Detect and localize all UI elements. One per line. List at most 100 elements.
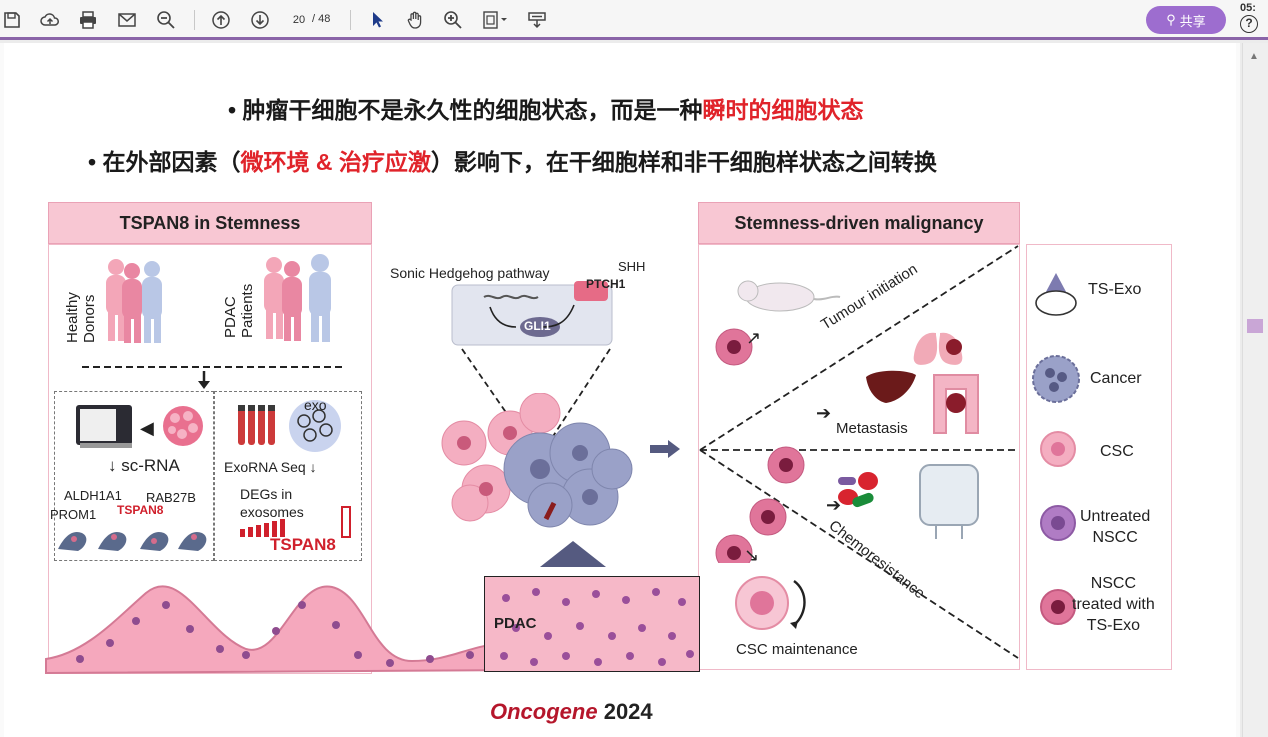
rab27b-label: RAB27B — [146, 490, 196, 505]
pdac-tissue-box — [484, 576, 700, 672]
csc-maintenance-cell — [735, 576, 806, 630]
vertical-scrollbar[interactable]: ▲ — [1242, 43, 1268, 737]
pdac-patients-label: PDAC Patients — [222, 284, 256, 338]
arrow-down-circle-icon — [251, 11, 269, 29]
degs-bar-icon — [240, 506, 351, 538]
arrow-right-glyph: ➔ — [816, 403, 832, 423]
zoom-out-icon — [157, 11, 175, 29]
share-button[interactable]: ⚲ 共享 — [1146, 6, 1226, 34]
bullet-2-suffix: ）影响下，在干细胞样和非干细胞样状态之间转换 — [430, 149, 937, 175]
pdac-label: PDAC — [494, 615, 537, 632]
metastasis-label: Metastasis — [836, 420, 908, 437]
email-button[interactable] — [114, 7, 140, 33]
previous-page-button[interactable] — [208, 7, 234, 33]
untreated-nscc-icon — [1040, 505, 1076, 541]
tumor-cluster-illustration — [441, 393, 633, 528]
intestine-icon — [933, 374, 979, 434]
scrollbar-thumb[interactable] — [1247, 319, 1263, 333]
page-total: / 48 — [312, 13, 331, 25]
toolbox-icon — [528, 12, 546, 29]
right-panel-title-text: Stemness-driven malignancy — [734, 212, 984, 233]
liver-icon — [866, 370, 916, 403]
arrow-left-glyph: ◀ — [140, 418, 154, 438]
csc-cells-right — [715, 328, 805, 563]
bullet-line-1: • 肿瘤干细胞不是永久性的细胞状态，而是一种瞬时的细胞状态 — [228, 91, 863, 125]
cloud-upload-icon — [40, 13, 59, 26]
shh-label: SHH — [618, 259, 646, 274]
zoom-in-button[interactable] — [440, 7, 466, 33]
save-button[interactable] — [0, 7, 25, 33]
pathway-diagram — [451, 281, 613, 346]
slide-page: • 肿瘤干细胞不是永久性的细胞状态，而是一种瞬时的细胞状态 • 在外部因素（微环… — [4, 43, 1236, 737]
bullet-2-text: • 在外部因素（ — [88, 149, 241, 175]
iv-bag-icon — [919, 464, 979, 539]
bullet-1-text: • 肿瘤干细胞不是永久性的细胞状态，而是一种 — [228, 97, 703, 123]
patient-figures-illustration — [264, 254, 331, 342]
cancer-cell-icon — [1032, 355, 1080, 403]
sonic-hedgehog-label: Sonic Hedgehog pathway — [390, 265, 550, 281]
sc-rna-text: sc-RNA — [121, 456, 180, 475]
right-panel-title: Stemness-driven malignancy — [698, 202, 1020, 244]
right-dashed-lines — [699, 245, 1019, 659]
exosome-circle-icon — [289, 400, 341, 452]
select-tool-button[interactable] — [364, 7, 390, 33]
right-panel-frame — [698, 244, 1020, 670]
zoom-in-icon — [444, 11, 462, 29]
hand-icon — [407, 11, 422, 29]
mouse-icon — [737, 280, 841, 312]
toolbar-separator — [194, 10, 195, 30]
left-panel-title-text: TSPAN8 in Stemness — [119, 212, 301, 233]
cell-cluster-icon — [163, 406, 203, 446]
exorna-seq-text: ExoRNA Seq — [224, 459, 306, 475]
arrow-right-icon — [650, 440, 680, 458]
scroll-up-icon[interactable]: ▲ — [1249, 51, 1259, 62]
left-panel-frame — [48, 244, 372, 674]
triangle-up-icon — [540, 541, 606, 567]
csc-maintenance-label: CSC maintenance — [736, 641, 858, 658]
fit-page-icon — [483, 11, 507, 29]
lung-icon — [913, 319, 963, 365]
tools-button[interactable] — [524, 7, 550, 33]
tspan8-small-label: TSPAN8 — [117, 503, 164, 517]
legend-csc: CSC — [1100, 443, 1134, 460]
exosome-tubes-icon — [238, 405, 275, 445]
share-user-icon: ⚲ — [1166, 12, 1176, 27]
left-connector-lines — [82, 366, 342, 389]
mail-icon — [118, 13, 136, 27]
aldh1a1-label: ALDH1A1 — [64, 488, 122, 503]
tspan8-big-label: TSPAN8 — [270, 535, 336, 554]
cursor-arrow-icon — [373, 12, 383, 28]
citation: Oncogene 2024 — [490, 699, 653, 725]
arrow-down-glyph: ↘ — [744, 545, 760, 565]
donor-figures-illustration — [106, 259, 162, 343]
pdac-cells-pattern — [500, 588, 694, 666]
sc-rna-box — [54, 391, 214, 561]
legend-cancer: Cancer — [1090, 370, 1142, 387]
upload-button[interactable] — [37, 7, 63, 33]
document-viewport[interactable]: • 肿瘤干细胞不是永久性的细胞状态，而是一种瞬时的细胞状态 • 在外部因素（微环… — [0, 43, 1240, 737]
gli1-label: GLI1 — [524, 319, 551, 333]
zoom-out-button[interactable] — [153, 7, 179, 33]
degs-label: DEGs in exosomes — [240, 486, 304, 520]
page-number-input[interactable] — [286, 10, 312, 30]
help-icon[interactable]: ? — [1240, 15, 1258, 33]
drugs-icon — [838, 472, 878, 508]
healthy-donors-label: Healthy Donors — [64, 292, 98, 343]
arrow-right-glyph-2: ➔ — [826, 495, 842, 515]
prom1-label: PROM1 — [50, 507, 97, 522]
legend-untreated-nscc: Untreated NSCC — [1080, 508, 1151, 546]
pdf-toolbar: / 48 ⚲ 共享 05: ? — [0, 0, 1268, 40]
bullet-1-highlight: 瞬时的细胞状态 — [702, 97, 864, 123]
save-icon — [4, 12, 20, 28]
treated-nscc-icon — [1040, 589, 1076, 625]
print-button[interactable] — [75, 7, 101, 33]
hand-tool-button[interactable] — [402, 7, 428, 33]
sequencer-machine-icon — [76, 405, 132, 448]
fit-page-dropdown[interactable] — [478, 7, 512, 33]
legend-frame — [1026, 244, 1172, 670]
csc-icon — [1040, 431, 1076, 467]
legend-ts-exo: TS-Exo — [1088, 281, 1142, 298]
next-page-button[interactable] — [247, 7, 273, 33]
pdac-patients-text: PDAC Patients — [222, 283, 256, 338]
citation-journal: Oncogene — [490, 699, 598, 724]
